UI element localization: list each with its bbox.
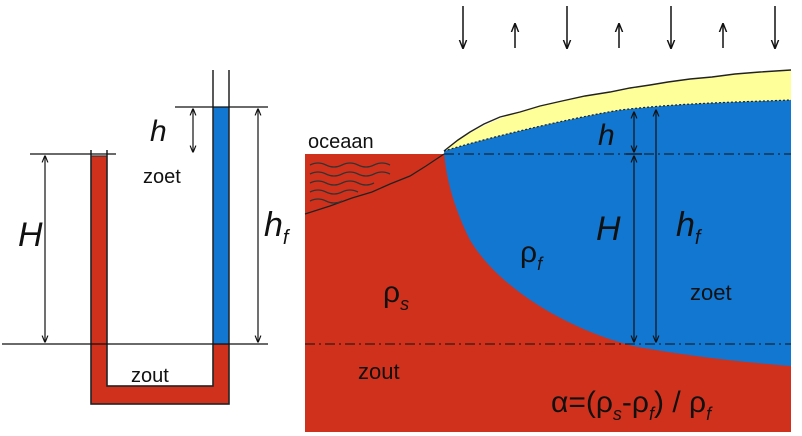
coast-label-salt: zout [358,359,400,384]
tube-label-fresh: zoet [143,166,181,188]
coast-label-hf: hf [676,206,703,249]
label-rho-f: ρf [520,236,544,274]
unsaturated-zone [444,70,791,151]
coast-label-fresh: zoet [690,280,732,305]
tube-label-h: h [150,115,167,148]
recharge-arrows [463,6,775,48]
fresh-water-lens [444,100,791,366]
label-ocean: oceaan [308,131,374,153]
formula-alpha: α=(ρs-ρf) / ρf [551,386,713,424]
u-tube: H h zoet hf zout [2,70,291,405]
u-tube-walls [90,70,230,405]
ocean-waves [309,162,391,204]
ocean-seabed [305,154,444,214]
tube-label-salt: zout [131,365,169,387]
ocean-seabed-line [304,153,445,215]
tube-label-hf: hf [264,206,291,249]
u-tube-fresh-water [213,107,229,344]
ground-surface-line [443,69,792,152]
water-table-line [443,99,792,152]
coastal-aquifer: oceaan h H hf ρf ρs zoet zout α=(ρs-ρf) … [304,6,792,432]
tube-label-H: H [18,216,43,254]
coast-label-h: h [598,119,615,152]
coast-label-H: H [596,210,621,248]
label-rho-s: ρs [383,276,409,314]
